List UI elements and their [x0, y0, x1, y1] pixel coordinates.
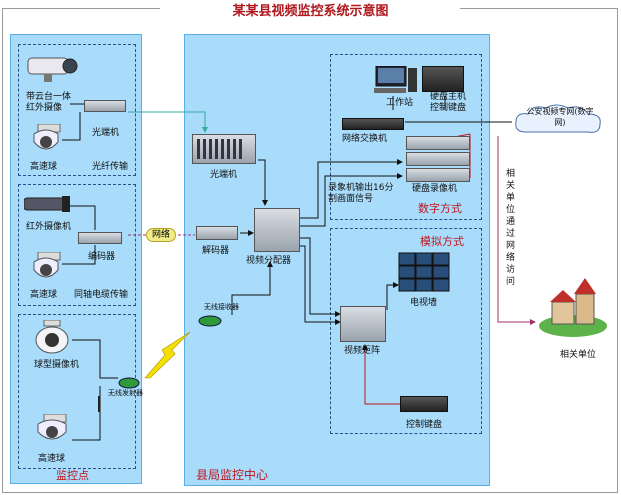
infrared-camera-label: 红外摄像机 — [26, 222, 72, 232]
wireless-speed-dome-icon — [34, 413, 70, 448]
tv-wall-icon — [398, 252, 450, 292]
access-note-vertical: 相关单位通过网络访问 — [506, 169, 516, 287]
hdd-recorder-icon-1 — [406, 136, 470, 150]
network-badge: 网络 — [146, 228, 176, 242]
center-optical-terminal-label: 光端机 — [210, 170, 238, 180]
control-keyboard-icon — [400, 396, 448, 412]
fiber-optical-terminal-label: 光端机 — [92, 128, 120, 138]
coax-transmission-caption: 同轴电缆传输 — [74, 290, 129, 300]
fiber-transmission-caption: 光纤传输 — [92, 162, 129, 172]
video-matrix-label: 视频矩阵 — [344, 346, 381, 356]
video-matrix-icon — [340, 306, 386, 342]
fiber-optical-terminal-icon — [84, 100, 126, 112]
antenna-icon — [98, 396, 100, 412]
wireless-transmitter-label: 无线发射器 — [108, 389, 143, 397]
workstation-icon — [372, 65, 418, 96]
dome-camera-icon — [34, 319, 70, 354]
diagram-title: 某某县视频监控系统示意图 — [232, 4, 389, 19]
related-unit-building-icon — [538, 276, 608, 338]
coax-speed-dome-icon — [30, 251, 62, 284]
center-title: 县局监控中心 — [196, 468, 269, 482]
encoder-label: 编码器 — [88, 252, 116, 262]
fiber-speed-dome-icon — [30, 123, 62, 158]
decoder-label: 解码器 — [202, 246, 230, 256]
wireless-transmitter-icon — [118, 374, 140, 389]
video-distributor-icon — [254, 208, 300, 252]
workstation-label: 工作站 — [386, 98, 414, 108]
wireless-receiver-label: 无线接收器 — [204, 303, 239, 311]
coax-speed-dome-label: 高速球 — [30, 290, 58, 300]
police-network-cloud-icon — [512, 102, 604, 138]
digital-box — [330, 54, 482, 220]
title-background — [160, 0, 460, 18]
analog-method-title: 模拟方式 — [420, 235, 464, 248]
hdd-recorder-icon-2 — [406, 152, 470, 166]
recorder-output-label: 录象机输出16分割画面信号 — [328, 183, 394, 204]
digital-method-title: 数字方式 — [418, 202, 462, 215]
hdd-recorder-icon-3 — [406, 168, 470, 182]
tv-wall-label: 电视墙 — [410, 298, 438, 308]
hdd-recorder-label: 硬盘录像机 — [412, 184, 458, 194]
video-distributor-label: 视频分配器 — [246, 256, 292, 266]
analog-box — [330, 228, 482, 434]
ptz-infrared-camera-label: 带云台一体红外摄像 — [26, 92, 72, 113]
related-unit-label: 相关单位 — [560, 350, 597, 360]
wireless-speed-dome-label: 高速球 — [38, 454, 66, 464]
police-network-label: 公安视频专网(数字网) — [526, 107, 594, 127]
wireless-group-box — [18, 314, 136, 469]
dome-camera-label: 球型摄像机 — [34, 360, 80, 370]
control-keyboard-label: 控制键盘 — [406, 420, 443, 430]
hdd-host-keyboard-label: 硬盘主机控制键盘 — [430, 92, 467, 113]
network-switch-label: 网络交换机 — [342, 134, 388, 144]
wireless-receiver-icon — [198, 312, 222, 327]
coax-group-box — [18, 184, 136, 306]
infrared-camera-icon — [23, 194, 72, 214]
hdd-host-keyboard-icon — [422, 66, 464, 92]
fiber-speed-dome-label: 高速球 — [30, 162, 58, 172]
network-badge-text: 网络 — [151, 230, 170, 240]
monitoring-point-title: 监控点 — [56, 469, 89, 482]
center-optical-terminal-icon — [192, 134, 256, 164]
fiber-group-box — [18, 44, 136, 176]
decoder-icon — [196, 226, 238, 240]
network-switch-icon — [342, 118, 404, 130]
encoder-icon — [78, 232, 122, 244]
ptz-infrared-camera-icon — [26, 52, 80, 82]
